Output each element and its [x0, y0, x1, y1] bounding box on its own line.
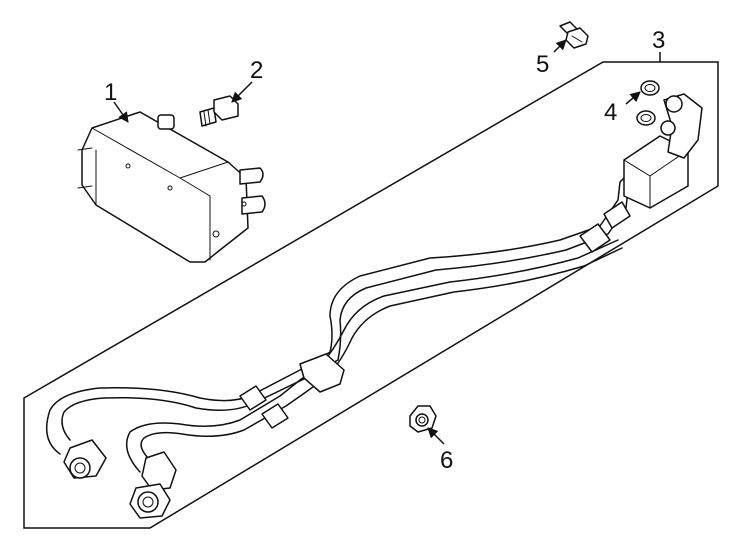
callout-5: 5: [536, 51, 549, 78]
leader-line-5: [553, 39, 567, 53]
o-rings-part-4: [636, 80, 660, 126]
bolt-part-5: [559, 21, 589, 49]
leader-line-4: [625, 91, 641, 105]
callout-3: 3: [652, 27, 665, 54]
leader-line-6: [427, 427, 445, 445]
callout-2: 2: [250, 57, 263, 84]
assembly-panel-outline: [23, 61, 719, 529]
callout-1: 1: [104, 79, 117, 106]
leader-line-1: [113, 101, 129, 123]
callout-6: 6: [440, 447, 453, 474]
bolt-part-2: [199, 95, 239, 127]
cooler-lines-part-3: [45, 93, 703, 519]
leader-line-2: [231, 81, 253, 103]
nut-part-6: [409, 405, 437, 433]
callout-4: 4: [604, 99, 617, 126]
cooler-part-1: [77, 111, 266, 263]
